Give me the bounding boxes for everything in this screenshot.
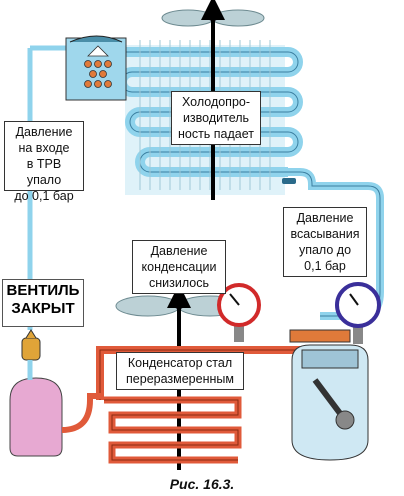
evaporator-capacity-note: Холодопро- изводитель ность падает [171,91,261,145]
discharge-pressure-gauge [217,283,261,342]
condenser-coil [96,346,300,464]
shutoff-valve [21,329,41,361]
suction-pressure-note: Давление всасывания упало до 0,1 бар [283,207,367,277]
thermal-bulb [282,178,296,184]
compressor [289,329,369,461]
valve-closed-label: ВЕНТИЛЬ ЗАКРЫТ [2,279,84,327]
expansion-valve [65,35,127,101]
condenser-oversized-note: Конденсатор стал переразмеренным [116,352,244,390]
suction-pressure-gauge [335,282,381,344]
receiver [9,377,104,457]
figure-caption: Рис. 16.3. [169,476,235,492]
trv-inlet-pressure-note: Давление на входе в ТРВ упало до 0,1 бар [4,121,84,203]
condensing-pressure-note: Давление конденсации снизилось [132,240,226,294]
